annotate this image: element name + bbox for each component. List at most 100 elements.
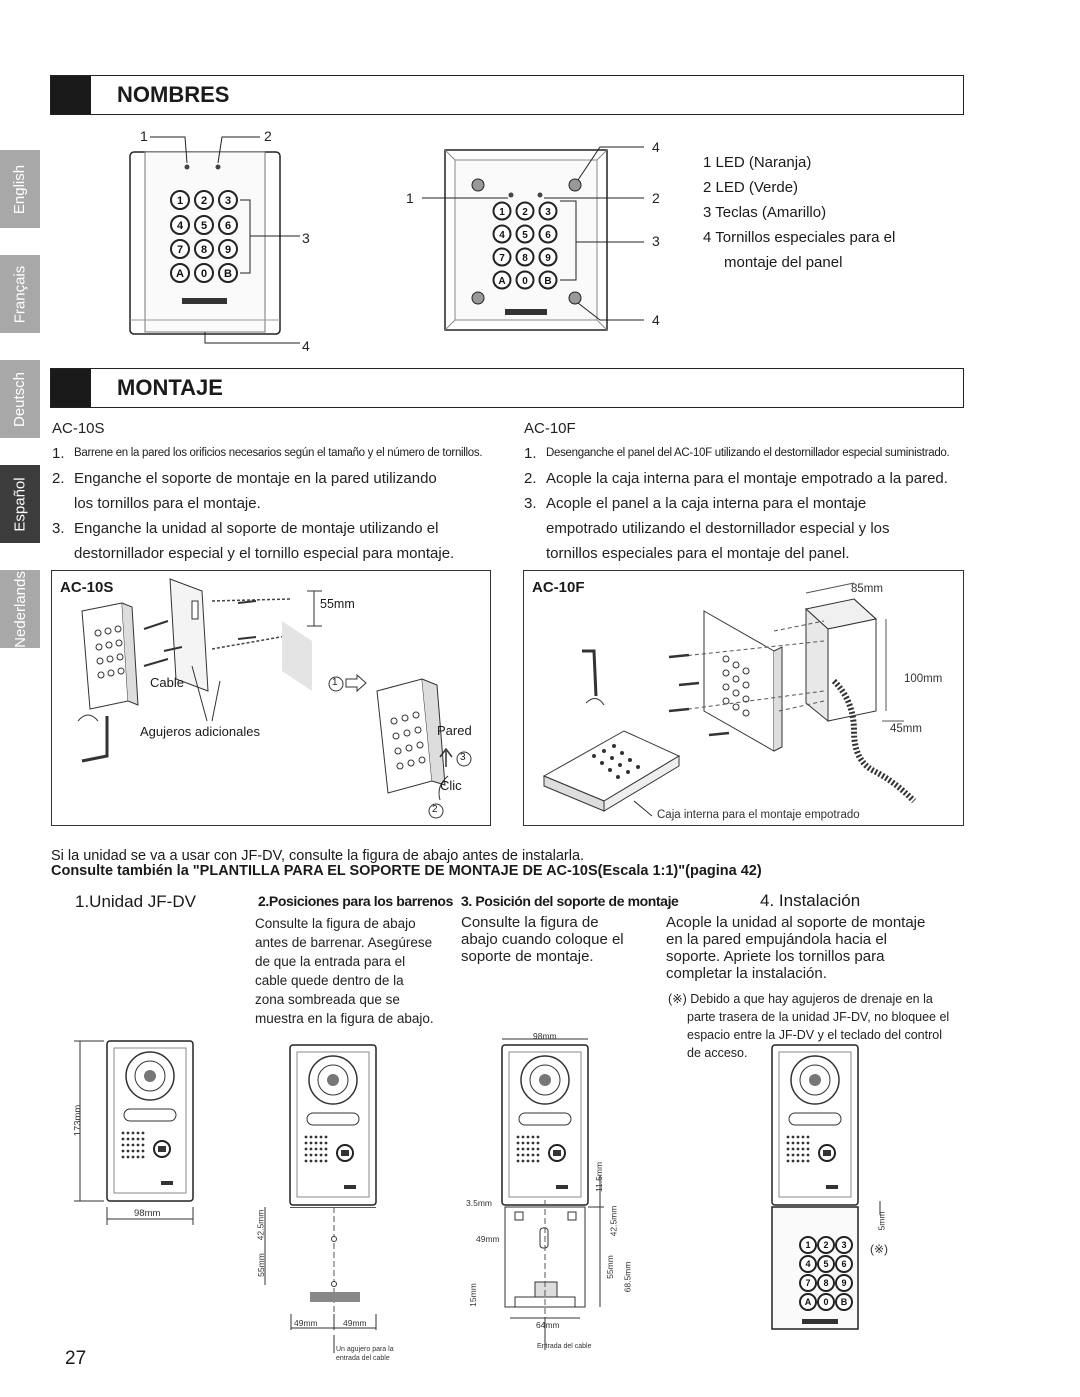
svg-text:8: 8 xyxy=(823,1278,828,1288)
svg-text:8: 8 xyxy=(201,244,207,256)
step-number: 1. xyxy=(524,445,537,462)
col4-note: (※) Debido a que hay agujeros de drenaje… xyxy=(668,990,949,1062)
ac10f-mounting-illustration xyxy=(542,582,917,817)
section-header-montaje: MONTAJE xyxy=(50,368,964,408)
col4-line: completar la instalación. xyxy=(666,965,827,982)
step-number: 3. xyxy=(52,520,65,537)
callout-4: 4 xyxy=(302,338,310,354)
tab-espanol[interactable]: Español xyxy=(0,465,40,543)
col2-body: Consulte la figura de abajo antes de bar… xyxy=(255,914,434,1028)
dim-68-5mm: 68.5mm xyxy=(622,1261,633,1293)
tab-deutsch[interactable]: Deutsch xyxy=(0,360,40,438)
step-text: destornillador especial y el tornillo es… xyxy=(74,545,455,562)
ac10s-mounting-figure: AC-10S xyxy=(51,570,491,826)
svg-text:7: 7 xyxy=(499,253,505,264)
dim-42-5mm-b: 42.5mm xyxy=(608,1205,619,1237)
svg-text:9: 9 xyxy=(545,253,551,264)
svg-text:4: 4 xyxy=(805,1259,810,1269)
ac10s-mounting-illustration xyxy=(77,578,472,819)
col3-title: 3. Posición del soporte de montaje xyxy=(461,893,679,909)
svg-text:B: B xyxy=(544,276,551,287)
callout-3: 3 xyxy=(302,230,310,246)
col4-line: Acople la unidad al soporte de montaje xyxy=(666,914,926,931)
note-line: de acceso. xyxy=(687,1046,748,1060)
step-text: Desenganche el panel del AC-10F utilizan… xyxy=(546,447,950,459)
step-badge-3: 3 xyxy=(460,752,466,763)
svg-text:4: 4 xyxy=(177,220,184,232)
ac10s-steps: AC-10S 1.Barrene en la pared los orifici… xyxy=(52,416,492,566)
dim-5mm: 5mm xyxy=(876,1211,887,1231)
tab-nederlands[interactable]: Nederlands xyxy=(0,570,40,648)
col2-line: Consulte la figura de abajo xyxy=(255,916,416,931)
col4-line: en la pared empujándola hacia el xyxy=(666,931,887,948)
dim-11-5mm: 11.5mm xyxy=(594,1161,605,1193)
model-label: AC-10S xyxy=(52,420,105,437)
dim-3-5mm: 3.5mm xyxy=(466,1198,492,1208)
col3-line: Consulte la figura de xyxy=(461,914,599,931)
legend-item: 4 Tornillos especiales para el xyxy=(703,229,896,246)
dim-64mm: 64mm xyxy=(536,1320,560,1330)
step-number: 2. xyxy=(52,470,65,487)
col3-line: soporte de montaje. xyxy=(461,948,594,965)
page-number: 27 xyxy=(65,1348,87,1369)
step-text: Enganche el soporte de montaje en la par… xyxy=(74,470,437,487)
figure-title: AC-10S xyxy=(60,579,114,596)
svg-text:B: B xyxy=(224,268,232,280)
col1-title: 1.Unidad JF-DV xyxy=(75,892,196,911)
svg-text:1: 1 xyxy=(805,1240,810,1250)
svg-text:6: 6 xyxy=(841,1259,846,1269)
tab-english[interactable]: English xyxy=(0,150,40,228)
col4-line: soporte. Apriete los tornillos para xyxy=(666,948,885,965)
col2-line: de que la entrada para el xyxy=(255,954,406,969)
click-label: Clic xyxy=(440,778,462,793)
svg-text:A: A xyxy=(176,268,184,280)
box-label: Caja interna para el montaje empotrado xyxy=(657,809,860,821)
step-text: Enganche la unidad al soporte de montaje… xyxy=(74,520,439,537)
step-text: Acople la caja interna para el montaje e… xyxy=(546,470,948,487)
callout-f3: 3 xyxy=(652,233,660,249)
svg-text:8: 8 xyxy=(522,253,528,264)
col2-line: antes de barrenar. Asegúrese xyxy=(255,935,433,950)
tab-francais[interactable]: Français xyxy=(0,255,40,333)
col2-line: muestra en la figura de abajo. xyxy=(255,1011,434,1026)
svg-text:0: 0 xyxy=(522,276,528,287)
step-text: tornillos especiales para el montaje del… xyxy=(546,545,850,562)
svg-text:6: 6 xyxy=(545,230,551,241)
col2-title: 2.Posiciones para los barrenos xyxy=(258,893,453,909)
svg-text:7: 7 xyxy=(177,244,183,256)
svg-text:5: 5 xyxy=(522,230,528,241)
dim-100mm: 100mm xyxy=(904,673,943,685)
dim-55mm-b: 55mm xyxy=(604,1255,615,1279)
svg-text:B: B xyxy=(841,1297,848,1307)
holes-label: Agujeros adicionales xyxy=(140,724,260,739)
hole-note: Un agujero para la entrada del cable xyxy=(336,1346,394,1362)
step-number: 3. xyxy=(524,495,537,512)
svg-text:3: 3 xyxy=(225,195,231,207)
step-number: 1. xyxy=(52,445,65,462)
drain-mark: (※) xyxy=(870,1242,889,1256)
step-text: los tornillos para el montaje. xyxy=(74,495,261,512)
col3-line: abajo cuando coloque el xyxy=(461,931,624,948)
svg-text:9: 9 xyxy=(841,1278,846,1288)
jfdv-intro: Si la unidad se va a usar con JF-DV, con… xyxy=(51,848,585,864)
svg-text:6: 6 xyxy=(225,220,231,232)
legend-item: 1 LED (Naranja) xyxy=(703,154,812,171)
section-title: NOMBRES xyxy=(117,82,230,107)
legend-item: montaje del panel xyxy=(724,254,843,271)
svg-text:2: 2 xyxy=(201,195,207,207)
dim-98mm-b: 98mm xyxy=(533,1031,557,1041)
dim-15mm: 15mm xyxy=(467,1283,478,1307)
dim-55mm-a: 55mm xyxy=(255,1253,266,1277)
parts-legend: 1 LED (Naranja) 2 LED (Verde) 3 Teclas (… xyxy=(703,150,895,275)
section-header-nombres: NOMBRES xyxy=(50,75,964,115)
ac10f-mounting-figure: AC-10F 85mm 100mm 45mm Caja interna xyxy=(523,570,964,826)
col2-line: zona sombreada que se xyxy=(255,992,400,1007)
note-line: parte trasera de la unidad JF-DV, no blo… xyxy=(687,1010,950,1024)
svg-text:5: 5 xyxy=(201,220,207,232)
dim-55mm: 55mm xyxy=(320,597,355,611)
svg-text:0: 0 xyxy=(201,268,207,280)
header-block xyxy=(51,76,91,114)
step-number: 2. xyxy=(524,470,537,487)
dim-49mm-c: 49mm xyxy=(476,1234,500,1244)
